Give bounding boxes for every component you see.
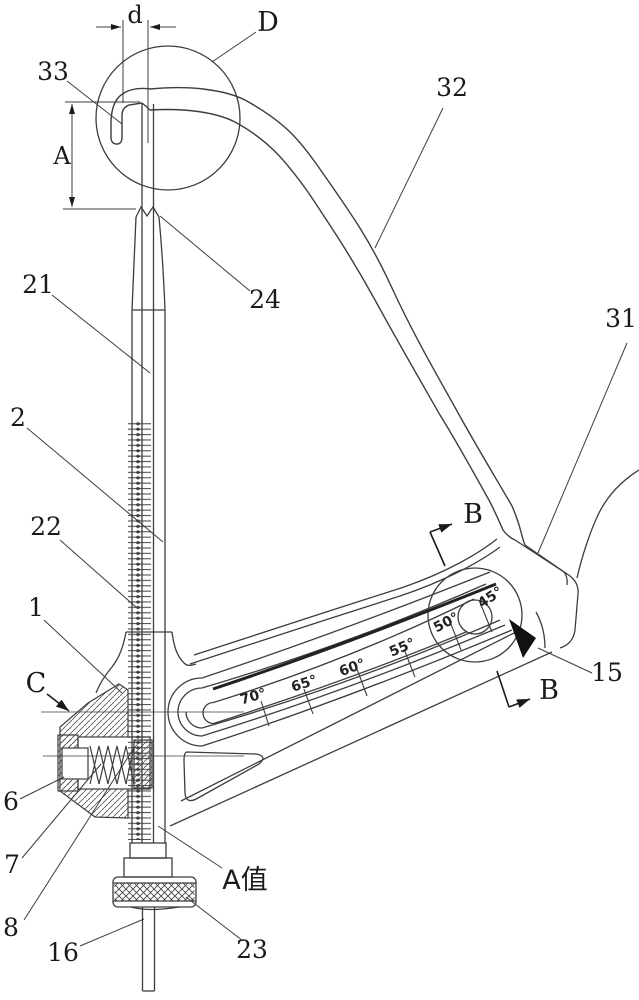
scale-tick <box>356 668 368 697</box>
pedestal-left-edge <box>95 631 127 694</box>
part-label-7: 7 <box>4 850 20 879</box>
swing-arm <box>110 86 526 546</box>
leader-1 <box>43 619 123 694</box>
scale-tick <box>448 618 462 651</box>
spindle-taper-left <box>131 216 137 311</box>
leader-d-detail <box>211 31 257 63</box>
section-b-bottom-tail <box>496 670 510 708</box>
arm-inner-edge <box>149 108 516 541</box>
part-label-21: 21 <box>22 270 54 299</box>
leader-31 <box>537 342 628 554</box>
part-label-16: 16 <box>47 938 79 967</box>
arc-slot-bottom <box>202 631 467 725</box>
dimensions <box>63 20 223 869</box>
scale-mark-65: 65° <box>289 672 319 695</box>
plate-corner-edge <box>535 611 546 649</box>
plate-bottom-inner-edge <box>180 629 521 802</box>
spindle-assembly <box>112 104 197 992</box>
leader-2 <box>26 427 164 543</box>
frame-elbow-inner-edge <box>514 539 568 586</box>
leader-7 <box>21 763 102 859</box>
section-b-bottom-arrow <box>508 698 531 708</box>
view-label-c: C <box>26 668 47 699</box>
leader-21 <box>51 294 151 374</box>
spindle-tip-serration <box>135 205 160 218</box>
knob-neck <box>129 842 167 859</box>
boss-outline-outer-top <box>167 571 491 713</box>
part-label-22: 22 <box>30 512 62 541</box>
frame-elbow-lower-edge <box>524 544 579 649</box>
pedestal-right-edge <box>171 631 197 667</box>
leader-6 <box>19 776 65 800</box>
dim-d-label: d <box>127 1 142 29</box>
hook-outer-edge <box>110 87 151 145</box>
view-c-arrow <box>46 693 70 712</box>
plate-top-chamfer <box>193 538 498 656</box>
part-label-23: 23 <box>236 935 268 964</box>
section-b-top-arrow <box>429 523 453 533</box>
a-value-label: A值 <box>222 865 267 896</box>
plate-bottom-edge <box>169 651 553 827</box>
part-leaders <box>19 31 628 947</box>
scale-mark-45: 45° <box>475 584 506 612</box>
detail-circle-d <box>95 45 241 191</box>
spindle-taper-right <box>158 216 166 311</box>
leader-32 <box>374 107 444 249</box>
a-value-leader <box>157 825 223 869</box>
scale-mark-60: 60° <box>337 656 367 680</box>
part-label-33: 33 <box>37 57 69 86</box>
leader-22 <box>59 539 138 609</box>
plate-top-edge <box>189 546 501 665</box>
scale-mark-50: 50° <box>431 610 462 637</box>
instrument-frame <box>95 469 639 827</box>
detail-label-d: D <box>257 7 279 38</box>
scale-mark-70: 70° <box>238 686 268 709</box>
part-label-15: 15 <box>591 658 623 687</box>
scale-tick <box>478 599 493 633</box>
section-label-b-top: B <box>463 499 483 530</box>
arm-outer-edge <box>149 86 526 546</box>
part-label-2: 2 <box>10 403 26 432</box>
leader-24 <box>159 215 251 292</box>
leader-23 <box>185 896 244 942</box>
boss-outline-mid-top <box>177 583 487 713</box>
part-label-31: 31 <box>605 304 637 333</box>
scale-tick <box>403 648 416 678</box>
scale-reference-arc <box>212 582 497 691</box>
part-label-8: 8 <box>3 913 19 942</box>
dim-a-label: A <box>52 142 71 170</box>
boss-outline-inner-bottom <box>185 619 501 729</box>
pointer-15-triangle <box>509 619 536 658</box>
leader-33 <box>66 80 123 125</box>
hook-inner-edge <box>141 102 151 111</box>
scale-tick <box>260 700 270 727</box>
clamp-button <box>61 747 89 780</box>
leader-16 <box>79 918 145 947</box>
part-label-6: 6 <box>3 787 19 816</box>
knob-collar <box>123 857 173 878</box>
frame-right-outer-edge <box>576 469 639 579</box>
triangular-cutout <box>183 751 264 802</box>
section-b-top-tail <box>429 531 446 567</box>
leader-8 <box>23 750 133 921</box>
boss-outline-mid-bottom <box>177 624 506 737</box>
knob-knurling <box>114 883 195 901</box>
boss-outline-outer-bottom <box>167 629 513 747</box>
knob-bottom-arc <box>130 906 180 911</box>
screw-thread <box>128 420 151 840</box>
section-label-b-bottom: B <box>539 675 559 706</box>
arc-slot-top <box>202 598 475 714</box>
part-label-1: 1 <box>28 593 44 622</box>
scale-tick <box>303 688 314 715</box>
part-label-24: 24 <box>249 285 281 314</box>
clamp-spring-coil-b <box>89 745 135 785</box>
slot-end-hole <box>457 599 493 635</box>
leader-15 <box>537 647 593 674</box>
slot-end-boss-circle <box>427 567 523 663</box>
part-label-32: 32 <box>436 73 468 102</box>
section-markers <box>46 523 531 712</box>
